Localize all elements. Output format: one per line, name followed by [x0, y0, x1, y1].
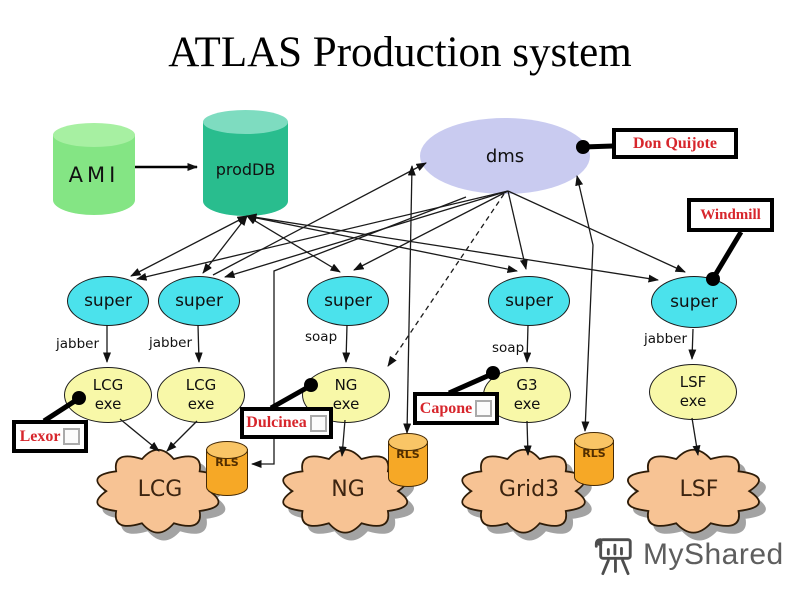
callout-dulcinea: Dulcinea [240, 407, 333, 439]
exe-label-line2: exe [187, 395, 215, 413]
callout-label: Lexor [19, 427, 61, 445]
exe-label-line1: LCG [185, 376, 217, 395]
exe-label-line2: exe [679, 392, 707, 410]
proddb-label: prodDB [215, 159, 276, 179]
rls-cylinder-2: RLS [387, 433, 428, 487]
rls-label: RLS [396, 448, 420, 461]
node-super-4: super [488, 276, 570, 326]
callout-don-quijote: Don Quijote [612, 128, 738, 159]
protocol-label-jabber-3: jabber [644, 331, 688, 347]
myshared-logo[interactable]: MyShared [594, 532, 784, 578]
checkbox-icon [475, 400, 493, 417]
proddb-database-cylinder: prodDB [203, 110, 288, 216]
node-exe-lsf: LSF exe [649, 364, 737, 420]
exe-label-line1: G3 [516, 376, 538, 395]
checkbox-icon [63, 428, 81, 445]
callout-label: Don Quijote [633, 134, 717, 152]
myshared-label: MyShared [643, 538, 784, 571]
rls-label: RLS [582, 447, 606, 460]
protocol-label-jabber-2: jabber [149, 335, 193, 351]
protocol-label-jabber-1: jabber [56, 336, 100, 352]
protocol-label-soap-2: soap [492, 340, 525, 356]
node-super-3: super [307, 276, 389, 326]
callout-label: Dulcinea [246, 414, 307, 431]
ami-label: AMI [68, 163, 120, 187]
node-exe-lcg-1: LCG exe [64, 367, 152, 423]
exe-label-line2: exe [94, 395, 122, 413]
exe-label-line1: LSF [679, 373, 707, 392]
slide-title: ATLAS Production system [168, 29, 632, 76]
callout-label: Windmill [700, 206, 761, 223]
callout-capone: Capone [413, 392, 499, 425]
cloud-label-grid3: Grid3 [498, 477, 560, 502]
rls-label: RLS [215, 456, 239, 469]
cloud-label-ng: NG [331, 477, 365, 502]
callout-lexor: Lexor [12, 420, 88, 453]
rls-cylinder-3: RLS [573, 432, 614, 486]
ami-database-cylinder: AMI [53, 123, 135, 215]
callout-label: Capone [419, 399, 473, 417]
exe-label-line2: exe [513, 395, 541, 413]
exe-label-line1: LCG [92, 376, 124, 395]
protocol-label-soap-1: soap [305, 329, 338, 345]
node-exe-lcg-2: LCG exe [157, 367, 245, 423]
node-dms: dms [420, 118, 590, 194]
checkbox-icon [309, 414, 327, 432]
node-super-2: super [158, 276, 240, 326]
exe-label-line1: NG [334, 376, 358, 395]
presentation-easel-icon [594, 538, 632, 576]
rls-cylinder-1: RLS [205, 441, 248, 496]
node-super-1: super [67, 276, 149, 326]
exe-label-line2: exe [332, 395, 360, 413]
callout-windmill: Windmill [687, 198, 774, 232]
cloud-label-lsf: LSF [679, 477, 719, 502]
node-super-5: super [651, 276, 737, 328]
cloud-label-lcg: LCG [137, 477, 183, 502]
